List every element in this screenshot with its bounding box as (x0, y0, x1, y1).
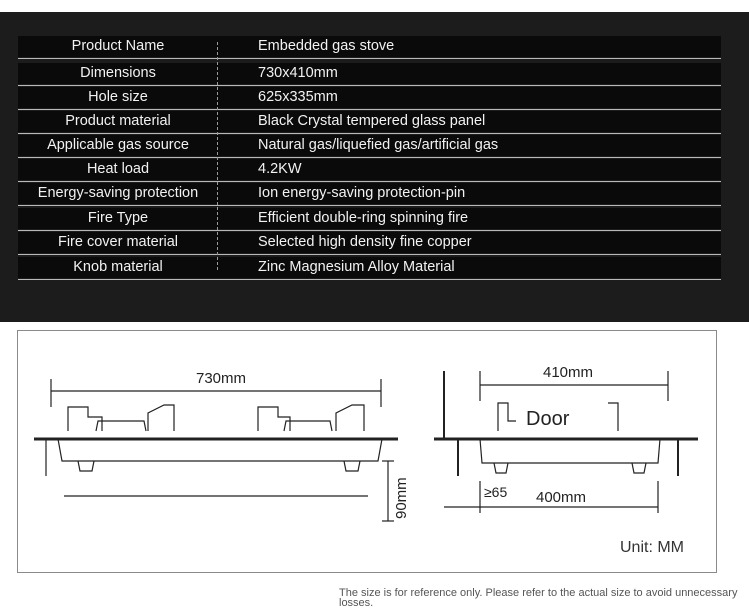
stove-drawing: 730mm 410mm Door ≥65 400mm 90mm (34, 364, 698, 522)
spec-label: Applicable gas source (47, 137, 189, 153)
row-band (18, 87, 721, 108)
spec-value: 625x335mm (258, 89, 338, 105)
spec-value: Zinc Magnesium Alloy Material (258, 259, 455, 275)
spec-label: Hole size (88, 89, 148, 105)
pan-support-1 (67, 406, 103, 431)
spec-label: Product material (65, 113, 171, 129)
spec-value: Ion energy-saving protection-pin (258, 185, 466, 201)
burner-left (95, 420, 147, 432)
spec-label: Fire Type (87, 210, 149, 226)
spec-row-fire-type: Fire Type Efficient double-ring spinning… (18, 207, 721, 231)
row-rule (18, 109, 721, 110)
row-band (18, 257, 721, 278)
spec-row-gas-source: Applicable gas source Natural gas/liquef… (18, 134, 721, 158)
stove-body (57, 438, 383, 462)
pan-support-3 (257, 406, 291, 431)
height-label: 90mm (393, 477, 410, 519)
row-band (18, 159, 721, 180)
spec-label: Fire cover material (57, 234, 179, 250)
row-rule (18, 157, 721, 158)
side-support-left (497, 402, 516, 431)
spec-label: Energy-saving protection (37, 185, 199, 201)
row-rule (18, 181, 721, 182)
row-rule (18, 279, 721, 280)
side-support-right (608, 402, 619, 431)
cutout-label: 400mm (536, 489, 586, 506)
row-rule (18, 85, 721, 86)
spec-value: Efficient double-ring spinning fire (258, 210, 469, 226)
spec-value: Embedded gas stove (258, 38, 395, 54)
row-band (18, 183, 721, 204)
row-rule (18, 205, 721, 206)
row-rule (18, 133, 721, 134)
pan-support-4 (335, 404, 365, 431)
row-band (18, 232, 721, 253)
dimension-diagram: 730mm 410mm Door ≥65 400mm 90mm Unit: MM (17, 330, 717, 573)
clearance-label: ≥65 (484, 484, 507, 500)
spec-label: Heat load (86, 161, 150, 177)
unit-label: Unit: MM (620, 539, 684, 556)
depth-label: 410mm (543, 364, 593, 381)
row-band (18, 135, 721, 156)
spec-row-energy-saving: Energy-saving protection Ion energy-savi… (18, 182, 721, 206)
spec-row-heat-load: Heat load 4.2KW (18, 158, 721, 182)
door-label: Door (526, 408, 570, 430)
row-rule (18, 230, 721, 231)
spec-label: Knob material (73, 259, 163, 275)
foot-right (343, 460, 361, 472)
column-divider (217, 42, 218, 270)
row-band (18, 208, 721, 229)
spec-value: 730x410mm (258, 65, 338, 81)
top-border (0, 0, 749, 12)
spec-value: Natural gas/liquefied gas/artificial gas (258, 137, 499, 153)
row-band (18, 111, 721, 132)
spec-row-product-name: Product Name Embedded gas stove (18, 35, 721, 59)
spec-value: Selected high density fine copper (258, 234, 472, 250)
pan-support-2 (147, 404, 175, 431)
row-band (18, 63, 721, 84)
row-rule (18, 254, 721, 255)
row-rule (18, 58, 721, 59)
spec-value: 4.2KW (258, 161, 302, 177)
spec-row-knob-material: Knob material Zinc Magnesium Alloy Mater… (18, 256, 721, 280)
width-label: 730mm (196, 370, 246, 387)
spec-label: Dimensions (80, 65, 156, 81)
disclaimer-note: The size is for reference only. Please r… (339, 587, 738, 609)
spec-row-dimensions: Dimensions 730x410mm (18, 62, 721, 86)
spec-label: Product Name (71, 38, 165, 54)
row-band (18, 36, 721, 57)
burner-right (283, 420, 333, 432)
side-foot-left (493, 462, 509, 474)
side-foot-right (631, 462, 647, 474)
foot-left (77, 460, 95, 472)
spec-row-product-material: Product material Black Crystal tempered … (18, 110, 721, 134)
spec-row-fire-cover: Fire cover material Selected high densit… (18, 231, 721, 255)
spec-value: Black Crystal tempered glass panel (258, 113, 486, 129)
spec-row-hole-size: Hole size 625x335mm (18, 86, 721, 110)
spec-table: Product Name Embedded gas stove Dimensio… (0, 0, 749, 322)
side-body (479, 438, 661, 464)
